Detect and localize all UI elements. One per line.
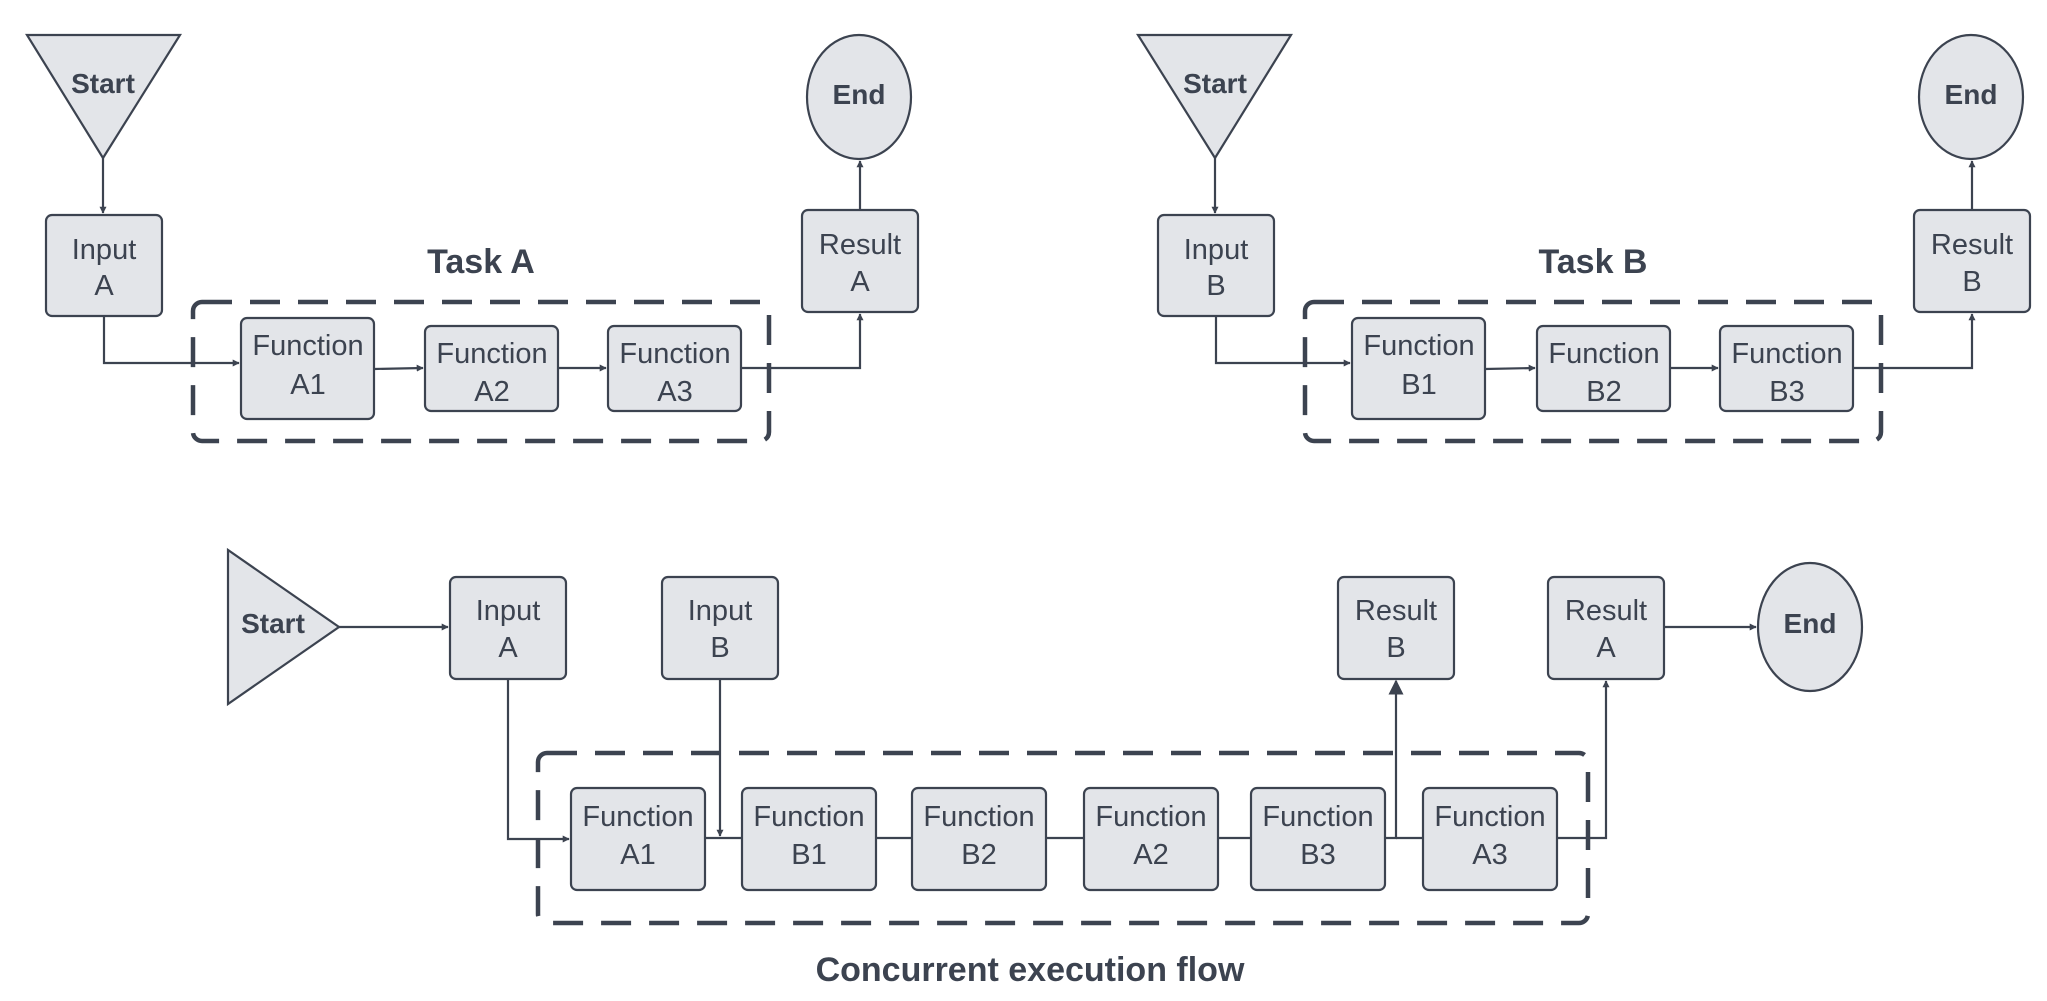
concurrent-function-b1-node: Function B1 [740, 786, 878, 892]
end-ellipse-shape [805, 33, 913, 161]
function-b3-label-line2: B3 [1300, 839, 1335, 871]
function-b2-label-line1: Function [1548, 338, 1659, 370]
function-a1-label-line1: Function [582, 801, 693, 833]
function-a2-label-line1: Function [1095, 801, 1206, 833]
edge-function-a3-to-result-a [1557, 680, 1610, 840]
task-a-title: Task A [427, 243, 535, 281]
function-b1-label-line2: B1 [1401, 369, 1436, 401]
concurrent-function-b2-node: Function B2 [910, 786, 1048, 892]
concurrent-function-a2-node: Function A2 [1082, 786, 1220, 892]
result-a-label-line1: Result [1565, 595, 1647, 627]
concurrent-flow: Concurrent execution flow Start Input A … [226, 547, 1864, 989]
task-b-group [1302, 299, 1884, 444]
task-b-function-b3-node: Function B3 [1718, 324, 1855, 413]
start-label: Start [71, 68, 135, 99]
concurrent-function-a3-node: Function A3 [1421, 786, 1559, 892]
function-b1-label-line1: Function [1363, 330, 1474, 362]
start-triangle-shape [226, 547, 341, 707]
concurrent-result-b-node: Result B [1336, 575, 1456, 681]
function-a2-label-line2: A2 [474, 376, 509, 408]
task-b-end: End [1917, 33, 2025, 161]
result-a-label-line2: A [850, 266, 870, 298]
result-a-label-line2: A [1596, 632, 1616, 664]
edge-input-b-to-function-b1 [1214, 316, 1351, 367]
function-a1-label-line1: Function [252, 330, 363, 362]
task-a-function-a1-node: Function A1 [239, 316, 376, 421]
task-b-result-node: Result B [1912, 208, 2032, 314]
function-b3-label-line1: Function [1262, 801, 1373, 833]
concurrent-input-b-node: Input B [660, 575, 780, 681]
input-b-label-line1: Input [688, 595, 753, 627]
task-a-function-a2-node: Function A2 [423, 324, 560, 413]
function-b1-label-line1: Function [753, 801, 864, 833]
function-a3-label-line1: Function [1434, 801, 1545, 833]
edge-function-b3-to-result-b [1385, 679, 1404, 840]
start-label: Start [241, 608, 305, 639]
input-a-label-line1: Input [476, 595, 541, 627]
function-a3-label-line1: Function [619, 338, 730, 370]
edge-function-a3-to-result-a [741, 313, 864, 370]
concurrent-result-a-node: Result A [1546, 575, 1666, 681]
result-b-box [1336, 575, 1456, 681]
concurrent-end: End [1756, 561, 1864, 693]
start-triangle-shape [1136, 33, 1293, 161]
result-b-label-line1: Result [1931, 229, 2013, 261]
task-a-function-a3-node: Function A3 [606, 324, 743, 413]
function-a2-label-line1: Function [436, 338, 547, 370]
edge-function-b3-to-result-b [1853, 313, 1976, 370]
task-a-start: Start [25, 33, 182, 161]
function-b3-label-line2: B3 [1769, 376, 1804, 408]
function-b2-label-line2: B2 [961, 839, 996, 871]
task-a-group [190, 299, 772, 444]
input-a-label-line2: A [94, 270, 114, 302]
input-b-label-line2: B [1206, 270, 1225, 302]
concurrent-input-a-node: Input A [448, 575, 568, 681]
task-b-flow: Task B Start Input B Function B1 Functio… [1136, 33, 2032, 444]
end-label: End [1784, 608, 1837, 639]
concurrent-start: Start [226, 547, 341, 707]
input-a-label-line2: A [498, 632, 518, 664]
edge-function-b1-to-b2 [1484, 364, 1536, 372]
result-a-label-line1: Result [819, 229, 901, 261]
concurrent-function-b3-node: Function B3 [1249, 786, 1387, 892]
function-a1-label-line2: A1 [620, 839, 655, 871]
result-b-label-line2: B [1962, 266, 1981, 298]
end-ellipse-shape [1756, 561, 1864, 693]
result-b-label-line2: B [1386, 632, 1405, 664]
end-label: End [1945, 79, 1998, 110]
result-b-label-line1: Result [1355, 595, 1437, 627]
concurrent-function-a1-node: Function A1 [569, 786, 707, 892]
edge-input-a-to-function-a1 [102, 316, 240, 367]
input-b-label-line1: Input [1184, 234, 1249, 266]
function-b2-label-line1: Function [923, 801, 1034, 833]
task-a-flow: Task A Start Input A Function A1 Functio… [25, 33, 920, 444]
start-triangle-shape [25, 33, 182, 161]
end-label: End [833, 79, 886, 110]
input-a-label-line1: Input [72, 234, 137, 266]
concurrent-title: Concurrent execution flow [816, 951, 1245, 989]
task-b-start: Start [1136, 33, 1293, 161]
end-ellipse-shape [1917, 33, 2025, 161]
function-a1-label-line2: A1 [290, 369, 325, 401]
start-label: Start [1183, 68, 1247, 99]
edge-input-a-to-function-a1 [506, 679, 570, 843]
task-a-end: End [805, 33, 913, 161]
function-b2-label-line2: B2 [1586, 376, 1621, 408]
function-b3-label-line1: Function [1731, 338, 1842, 370]
input-b-label-line2: B [710, 632, 729, 664]
task-a-input-node: Input A [44, 213, 164, 318]
function-a3-label-line2: A3 [657, 376, 692, 408]
edge-function-a1-to-a2 [373, 364, 424, 372]
task-b-title: Task B [1539, 243, 1648, 281]
function-a2-label-line2: A2 [1133, 839, 1168, 871]
function-b1-label-line2: B1 [791, 839, 826, 871]
task-b-input-node: Input B [1156, 213, 1276, 318]
task-b-function-b2-node: Function B2 [1535, 324, 1672, 413]
task-a-result-node: Result A [800, 208, 920, 314]
function-a3-label-line2: A3 [1472, 839, 1507, 871]
task-b-function-b1-node: Function B1 [1350, 316, 1487, 421]
